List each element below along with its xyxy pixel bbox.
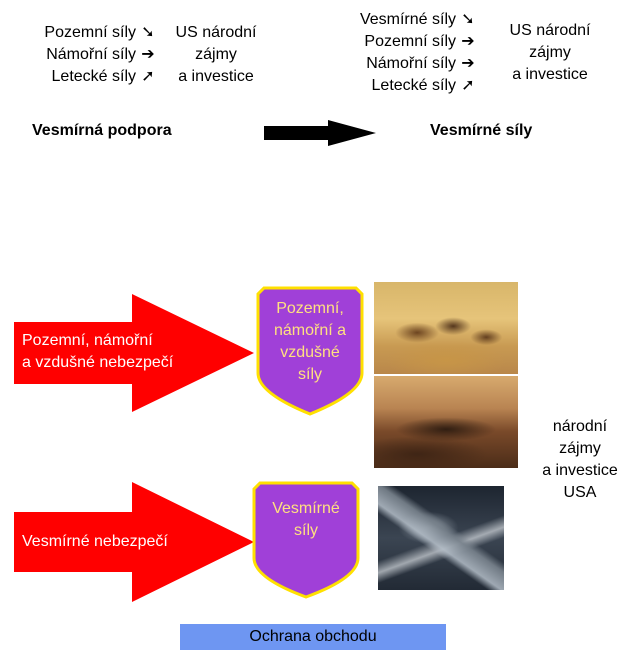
force-row: Vesmírné síly➘ xyxy=(318,9,476,31)
caption-space-forces: Vesmírné síly xyxy=(430,122,533,139)
threat-label-lower: Vesmírné nebezpečí xyxy=(22,533,168,550)
arrow-right-icon: ➔ xyxy=(461,55,475,72)
threat-arrow-upper-shape xyxy=(14,294,254,412)
trade-protection-bar: Ochrana obchodu xyxy=(180,624,446,650)
arrow-right-icon: ➔ xyxy=(141,46,155,63)
top-right-forces: Vesmírné síly➘ Pozemní síly➔ Námořní síl… xyxy=(318,9,476,97)
shield-upper-label: Pozemní, námořní a vzdušné síly xyxy=(273,300,347,383)
threat-label-upper: Pozemní, námořní a vzdušné nebezpečí xyxy=(22,332,174,371)
threat-arrow-upper xyxy=(14,294,254,412)
threat-arrow-lower-shape xyxy=(14,482,254,602)
shield-upper xyxy=(256,286,364,416)
transition-arrow-shape xyxy=(264,120,376,146)
arrow-down-right-icon: ➘ xyxy=(461,11,475,28)
arrow-down-right-icon: ➘ xyxy=(141,24,155,41)
force-row: Pozemní síly➔ xyxy=(318,31,476,53)
top-right-interests: US národní zájmy a investice xyxy=(509,22,591,83)
national-interests-usa: národní zájmy a investice USA xyxy=(542,418,618,501)
top-left-interests: US národní zájmy a investice xyxy=(175,24,257,85)
shield-lower-shape xyxy=(252,481,360,599)
photo-navy xyxy=(374,376,518,468)
force-row: Pozemní síly➘ xyxy=(8,22,156,44)
threat-arrow-lower xyxy=(14,482,254,602)
photo-cavalry xyxy=(374,282,518,374)
shield-lower xyxy=(252,481,360,599)
shield-lower-label: Vesmírné síly xyxy=(272,500,340,539)
transition-arrow xyxy=(264,120,376,146)
arrow-right-icon: ➔ xyxy=(461,33,475,50)
shield-upper-shape xyxy=(256,286,364,416)
photo-space xyxy=(378,486,504,590)
force-row: Námořní síly➔ xyxy=(8,44,156,66)
force-row: Letecké síly➚ xyxy=(318,75,476,97)
arrow-up-right-icon: ➚ xyxy=(461,77,475,94)
caption-space-support: Vesmírná podpora xyxy=(32,122,172,139)
arrow-up-right-icon: ➚ xyxy=(141,68,155,85)
top-left-forces: Pozemní síly➘ Námořní síly➔ Letecké síly… xyxy=(8,22,156,88)
force-row: Letecké síly➚ xyxy=(8,66,156,88)
force-row: Námořní síly➔ xyxy=(318,53,476,75)
